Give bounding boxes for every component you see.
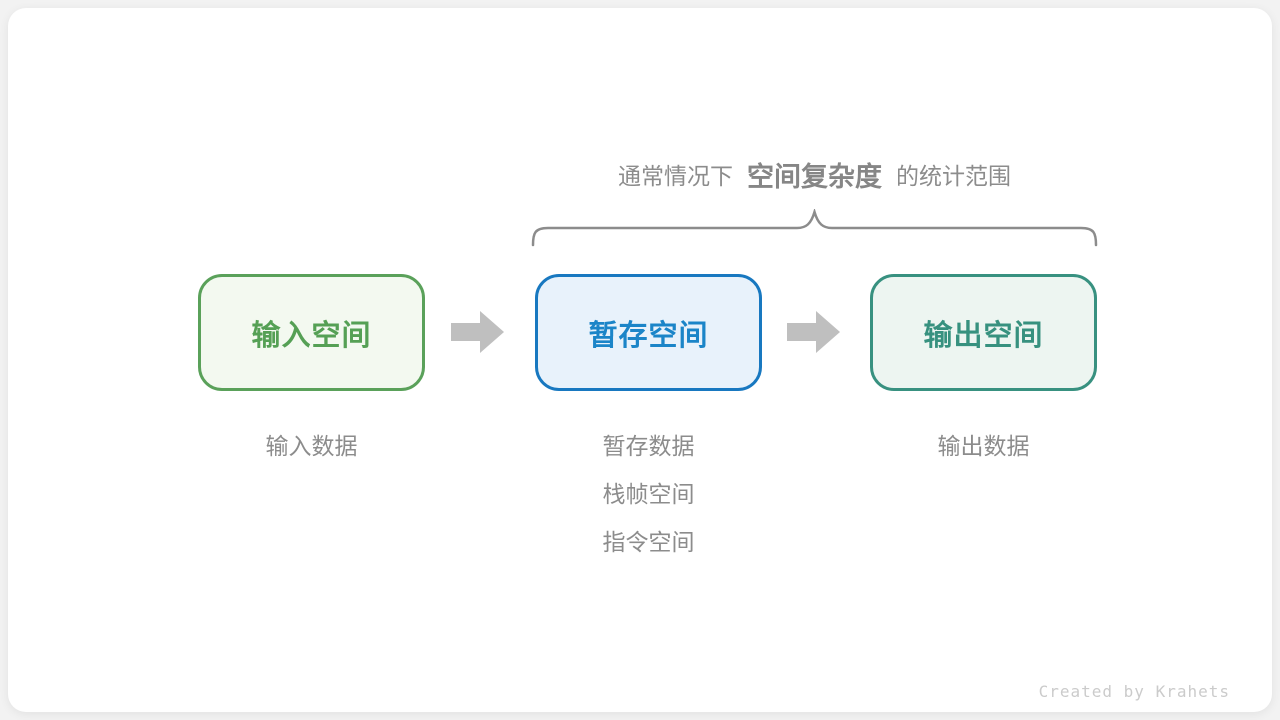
output-space-label: 输出空间 [923, 319, 1044, 352]
sublabel-stack-frame-space: 栈帧空间 [602, 481, 695, 507]
input-space-sublabels: 输入数据 [198, 422, 425, 470]
scope-brace [531, 209, 1098, 247]
credit-text: Created by Krahets [1038, 682, 1230, 701]
sublabel-temp-data: 暂存数据 [602, 433, 695, 459]
temp-space-sublabels: 暂存数据 栈帧空间 指令空间 [535, 422, 762, 566]
output-space-box: 输出空间 [870, 274, 1097, 391]
diagram-card: 通常情况下 空间复杂度 的统计范围 输入空间 暂存空间 输出空间 输入数据 暂存… [8, 8, 1272, 712]
annotation-prefix: 通常情况下 [618, 163, 733, 189]
input-space-label: 输入空间 [251, 319, 372, 352]
temp-space-box: 暂存空间 [535, 274, 762, 391]
right-arrow-icon [451, 311, 504, 353]
temp-space-label: 暂存空间 [588, 319, 709, 352]
right-arrow-icon [787, 311, 840, 353]
sublabel-input-data: 输入数据 [265, 433, 358, 459]
scope-annotation: 通常情况下 空间复杂度 的统计范围 [531, 154, 1098, 194]
annotation-suffix: 的统计范围 [896, 163, 1011, 189]
sublabel-instruction-space: 指令空间 [602, 529, 695, 555]
sublabel-output-data: 输出数据 [937, 433, 1030, 459]
input-space-box: 输入空间 [198, 274, 425, 391]
annotation-highlight: 空间复杂度 [747, 161, 882, 192]
output-space-sublabels: 输出数据 [870, 422, 1097, 470]
